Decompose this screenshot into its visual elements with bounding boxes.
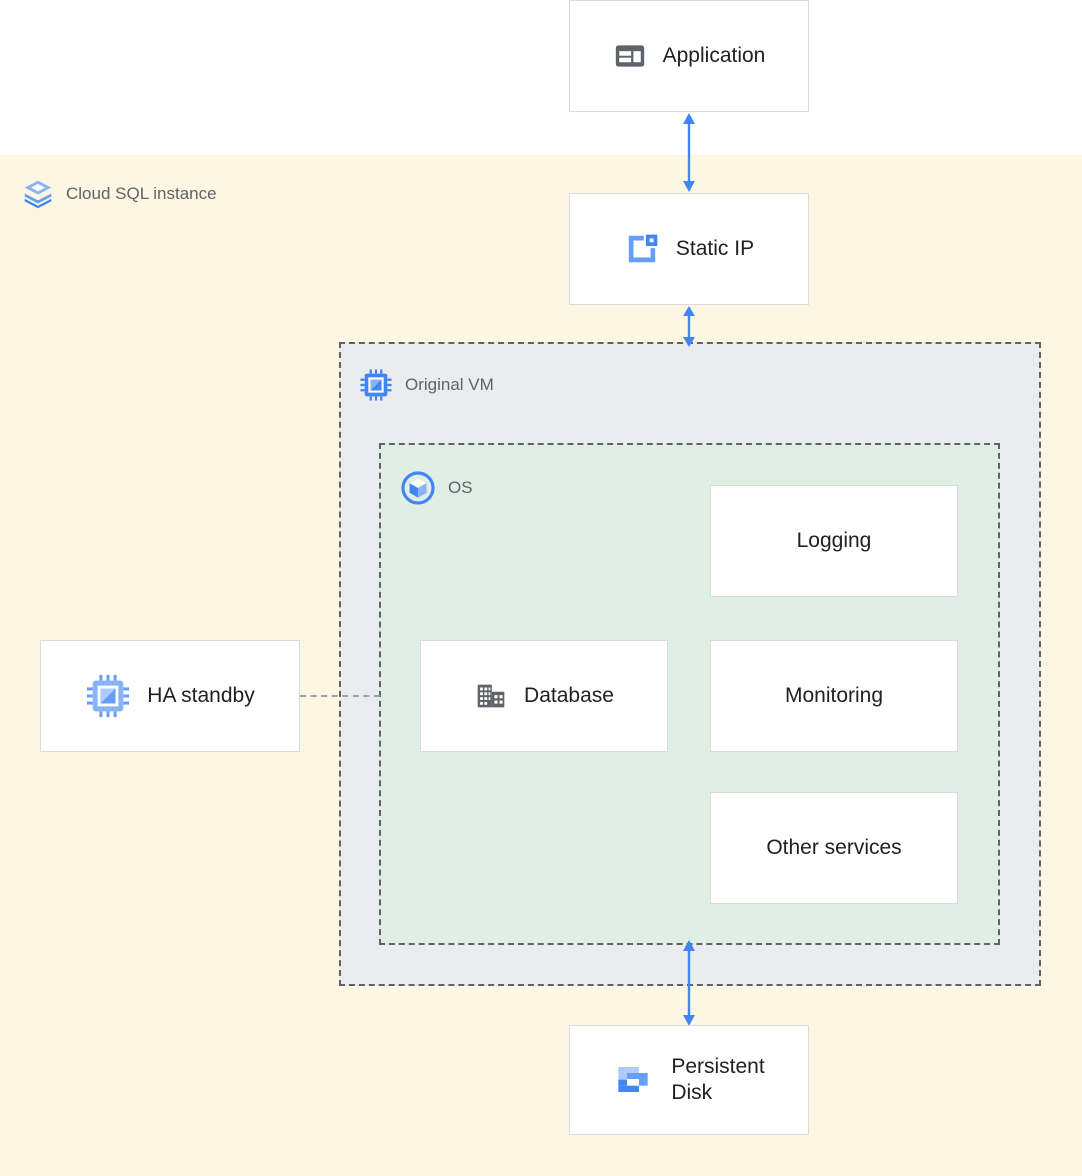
connector-ha-standby-to-vm — [300, 695, 380, 697]
region-label-text: Original VM — [405, 375, 494, 394]
cpu-chip-light-icon — [85, 673, 131, 719]
application-window-icon — [613, 39, 647, 73]
region-label-cloud-sql-instance: Cloud SQL instance — [22, 178, 217, 210]
node-label: Monitoring — [784, 683, 884, 707]
node-label: Application — [662, 43, 766, 67]
region-label-text: Cloud SQL instance — [66, 184, 217, 203]
node-label: HA standby — [147, 683, 255, 707]
node-label: Persistent Disk — [671, 1054, 765, 1104]
node-label: Logging — [796, 528, 872, 552]
node-label: Database — [524, 683, 614, 707]
os-cube-icon — [400, 470, 436, 506]
connector-static-ip-to-vm — [664, 305, 714, 348]
node-static-ip[interactable]: Static IP — [569, 193, 809, 305]
cpu-chip-icon — [359, 368, 393, 402]
node-ha-standby[interactable]: HA standby — [40, 640, 300, 752]
persistent-disk-icon — [613, 1060, 653, 1100]
region-label-text: OS — [448, 478, 473, 497]
database-building-icon — [474, 679, 508, 713]
node-persistent-disk[interactable]: Persistent Disk — [569, 1025, 809, 1135]
node-monitoring[interactable]: Monitoring — [710, 640, 958, 752]
node-other-services[interactable]: Other services — [710, 792, 958, 904]
node-label: Other services — [766, 835, 902, 859]
cloud-sql-icon — [22, 178, 54, 210]
connector-os-to-persistent-disk — [664, 939, 714, 1027]
node-application[interactable]: Application — [569, 0, 809, 112]
node-logging[interactable]: Logging — [710, 485, 958, 597]
region-label-original-vm: Original VM — [359, 368, 494, 402]
connector-application-to-static-ip — [664, 112, 714, 193]
node-label: Static IP — [675, 236, 755, 260]
region-label-os: OS — [400, 470, 473, 506]
static-ip-icon — [624, 231, 660, 267]
node-database[interactable]: Database — [420, 640, 668, 752]
